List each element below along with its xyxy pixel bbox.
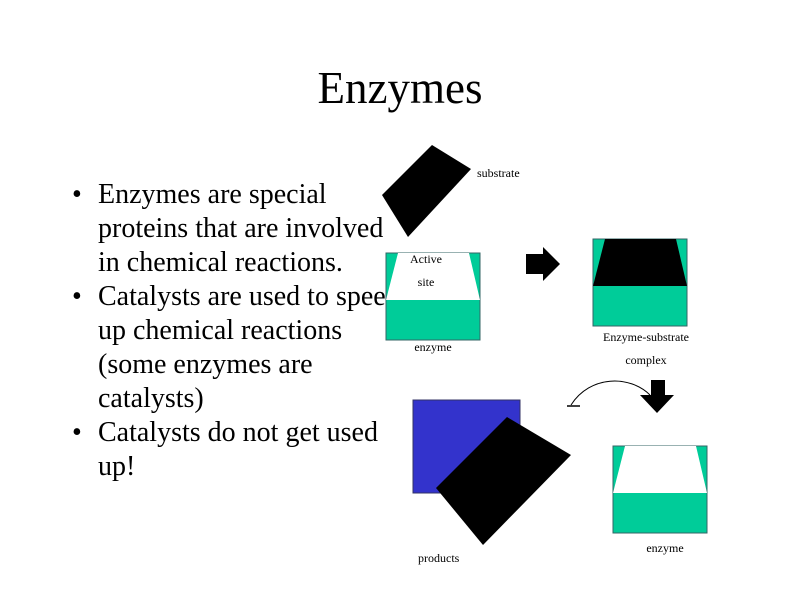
bullet-item: • Catalysts are used to speed up chemical… xyxy=(72,280,402,416)
bullet-text: Catalysts are used to speed up chemical … xyxy=(98,281,400,414)
enzyme-shape xyxy=(385,252,481,341)
bullet-icon: • xyxy=(72,417,82,448)
curved-arrow-icon xyxy=(570,380,651,406)
complex-label: complex xyxy=(625,353,666,367)
enzyme-shape xyxy=(612,445,708,534)
complex-label: Enzyme-substrate xyxy=(603,330,689,344)
enzyme-label: enzyme xyxy=(646,541,683,555)
products-label: products xyxy=(418,551,460,565)
enzyme-label: enzyme xyxy=(414,340,451,354)
bullet-item: • Catalysts do not get used up! xyxy=(72,416,402,484)
product-shape xyxy=(436,417,571,545)
slide-title: Enzymes xyxy=(317,63,483,113)
bullet-list: • Enzymes are special proteins that are i… xyxy=(72,178,402,484)
active-site-label: site xyxy=(418,275,435,289)
bullet-item: • Enzymes are special proteins that are i… xyxy=(72,178,402,280)
bullet-text: Enzymes are special proteins that are in… xyxy=(98,179,384,278)
enzyme-substrate-complex-shape xyxy=(592,238,688,327)
bullet-icon: • xyxy=(72,281,82,312)
arrow-down-icon xyxy=(640,380,674,413)
active-site-label: Active xyxy=(410,252,442,266)
bullet-text: Catalysts do not get used up! xyxy=(98,417,378,482)
arrow-right-icon xyxy=(526,247,560,281)
substrate-shape xyxy=(382,145,471,237)
substrate-label: substrate xyxy=(477,166,520,180)
bullet-icon: • xyxy=(72,179,82,210)
